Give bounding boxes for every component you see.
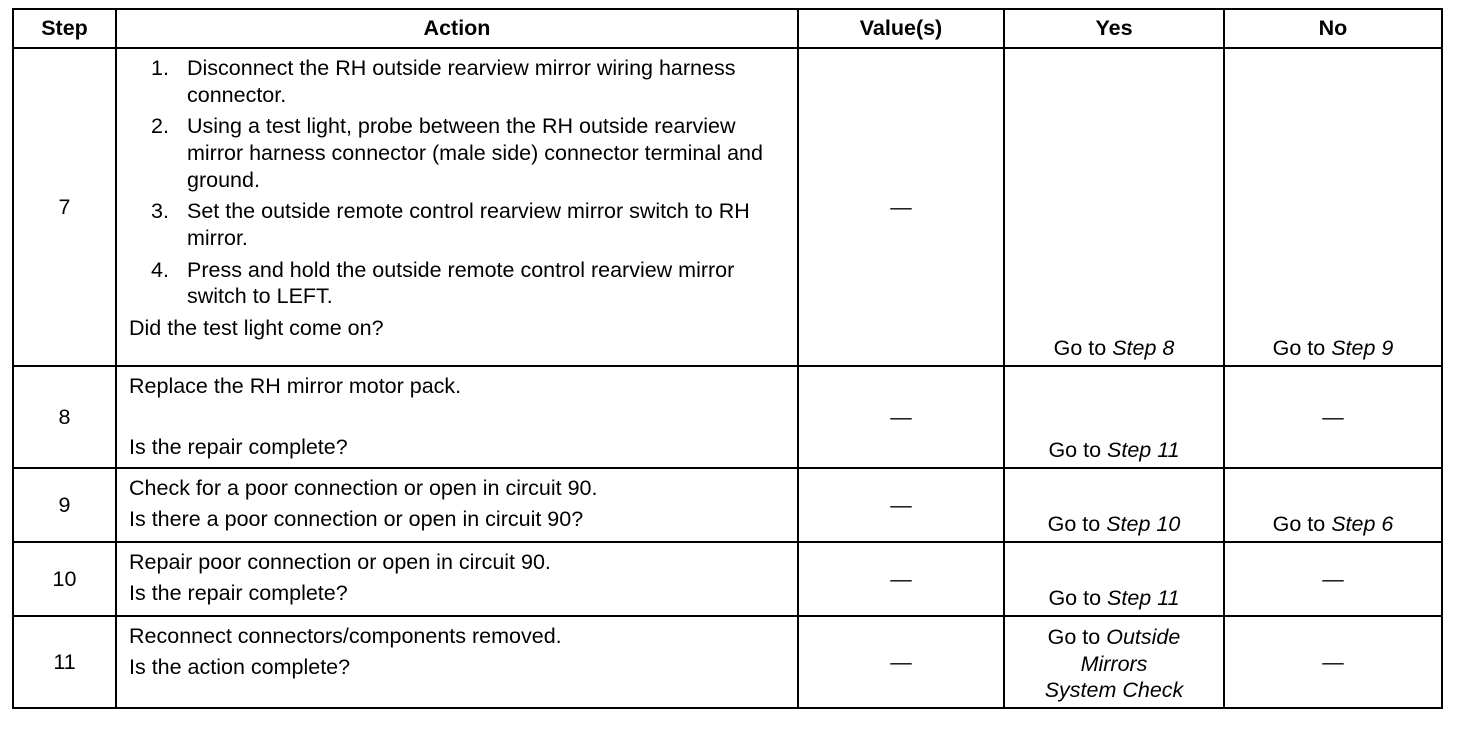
yes-cell: Go to Step 11: [1003, 541, 1225, 617]
step-number: 9: [12, 467, 117, 543]
value-cell: —: [797, 47, 1005, 367]
action-question: Is the action complete?: [129, 654, 351, 679]
action-question: Is the repair complete?: [129, 434, 348, 459]
goto-prefix: Go to: [1047, 625, 1107, 650]
table-row-step-10: 10 Repair poor connection or open in cir…: [12, 541, 1443, 617]
header-values: Value(s): [797, 8, 1005, 49]
table-row-step-7: 7 1. Disconnect the RH outside rearview m…: [12, 47, 1443, 367]
no-cell: Go to Step 6: [1223, 467, 1443, 543]
action-question: Did the test light come on?: [129, 315, 384, 340]
action-steps-list: 1. Disconnect the RH outside rearview mir…: [129, 55, 787, 310]
header-step: Step: [12, 8, 117, 49]
goto-prefix: Go to: [1053, 336, 1113, 361]
no-cell: Go to Step 9: [1223, 47, 1443, 367]
yes-cell: Go to Step 11: [1003, 365, 1225, 469]
goto-outside-mirrors-link[interactable]: Go to Outside Mirrors System Check: [1005, 624, 1223, 707]
step-index: 4.: [151, 257, 169, 282]
goto-link-step-11[interactable]: Step 11: [1107, 438, 1180, 463]
step-text: Using a test light, probe between the RH…: [187, 114, 763, 192]
header-yes: Yes: [1003, 8, 1225, 49]
action-cell: Repair poor connection or open in circui…: [115, 541, 799, 617]
header-no: No: [1223, 8, 1443, 49]
step-text: Press and hold the outside remote contro…: [187, 257, 735, 309]
yes-cell: Go to Outside Mirrors System Check: [1003, 615, 1225, 709]
action-text: Replace the RH mirror motor pack.: [129, 374, 462, 398]
goto-target-line2: Mirrors: [1080, 651, 1148, 676]
value-cell: —: [797, 467, 1005, 543]
yes-cell: Go to Step 10: [1003, 467, 1225, 543]
no-cell: —: [1223, 615, 1443, 709]
step-index: 3.: [151, 199, 169, 224]
action-step: 4. Press and hold the outside remote cont…: [129, 257, 787, 310]
action-step: 1. Disconnect the RH outside rearview mir…: [129, 55, 787, 108]
header-action: Action: [115, 8, 799, 49]
action-question: Is there a poor connection or open in ci…: [129, 506, 584, 531]
no-cell: —: [1223, 541, 1443, 617]
goto-target-line3: System Check: [1044, 678, 1184, 703]
goto-prefix: Go to: [1272, 512, 1332, 537]
table-row-step-11: 11 Reconnect connectors/components remov…: [12, 615, 1443, 709]
step-number: 7: [12, 47, 117, 367]
action-cell: Check for a poor connection or open in c…: [115, 467, 799, 543]
yes-cell: Go to Step 8: [1003, 47, 1225, 367]
action-step: 3. Set the outside remote control rearvie…: [129, 198, 787, 251]
goto-prefix: Go to: [1047, 512, 1107, 537]
goto-link-step-6[interactable]: Step 6: [1331, 512, 1394, 537]
step-number: 8: [12, 365, 117, 469]
action-cell: Replace the RH mirror motor pack. Is the…: [115, 365, 799, 469]
value-cell: —: [797, 615, 1005, 709]
goto-link-step-11[interactable]: Step 11: [1107, 586, 1180, 611]
action-text: Reconnect connectors/components removed.: [129, 624, 562, 648]
step-text: Disconnect the RH outside rearview mirro…: [187, 56, 736, 107]
action-text: Repair poor connection or open in circui…: [129, 550, 551, 574]
table-row-step-8: 8 Replace the RH mirror motor pack. Is t…: [12, 365, 1443, 469]
step-text: Set the outside remote control rearview …: [187, 199, 750, 250]
no-cell: —: [1223, 365, 1443, 469]
action-cell: 1. Disconnect the RH outside rearview mir…: [115, 47, 799, 367]
step-index: 1.: [151, 56, 169, 80]
step-index: 2.: [151, 114, 169, 139]
action-text: Check for a poor connection or open in c…: [129, 476, 598, 500]
action-step: 2. Using a test light, probe between the …: [129, 113, 787, 193]
goto-prefix: Go to: [1048, 586, 1108, 611]
step-number: 10: [12, 541, 117, 617]
value-cell: —: [797, 365, 1005, 469]
goto-target-line1: Outside: [1106, 625, 1181, 650]
goto-link-step-8[interactable]: Step 8: [1112, 336, 1175, 361]
table-row-step-9: 9 Check for a poor connection or open in…: [12, 467, 1443, 543]
step-number: 11: [12, 615, 117, 709]
diagnostic-table: Step Action Value(s) Yes No 7 1. Disconne…: [12, 8, 1443, 709]
goto-prefix: Go to: [1272, 336, 1332, 361]
value-cell: —: [797, 541, 1005, 617]
action-question: Is the repair complete?: [129, 580, 348, 605]
goto-link-step-9[interactable]: Step 9: [1331, 336, 1394, 361]
goto-link-step-10[interactable]: Step 10: [1106, 512, 1181, 537]
goto-prefix: Go to: [1048, 438, 1108, 463]
header-row: Step Action Value(s) Yes No: [12, 8, 1443, 49]
action-cell: Reconnect connectors/components removed.…: [115, 615, 799, 709]
